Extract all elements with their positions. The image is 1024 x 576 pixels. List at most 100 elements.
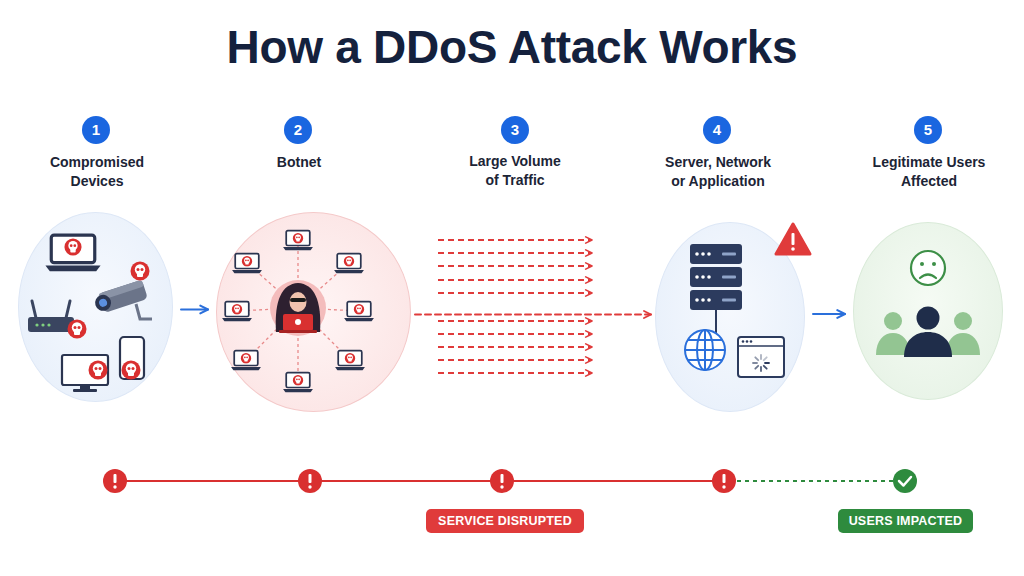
bot-laptop: [335, 351, 365, 371]
browser-window: [746, 340, 749, 343]
users-illustration: [876, 251, 980, 357]
check-marker: [893, 469, 917, 493]
attacker-badge: [270, 280, 326, 336]
skull-badge: [241, 353, 251, 363]
loading-spinner: [764, 366, 767, 369]
browser-window: [738, 337, 784, 377]
timeline-line: [115, 480, 724, 482]
check-marker: [899, 477, 911, 486]
server-stack: [701, 275, 705, 279]
attacker-figure: [283, 314, 313, 331]
server-stack: [690, 290, 742, 310]
server-stack: [690, 267, 742, 287]
server-stack: [701, 298, 705, 302]
globe-icon: [685, 330, 725, 370]
traffic-arrow: [438, 320, 592, 322]
botnet-link: [246, 308, 298, 360]
timeline: [103, 469, 917, 493]
skull-badge: [232, 233, 364, 385]
bot-laptop: [283, 231, 313, 251]
user-figure: [917, 307, 940, 330]
alert-marker: [113, 485, 116, 488]
warning-triangle: [791, 247, 795, 251]
server-stack: [695, 252, 699, 256]
router-icon: [66, 301, 70, 318]
camera-icon: [98, 280, 144, 301]
callout-number: 5: [914, 116, 942, 144]
globe-icon: [688, 359, 723, 361]
server-stack: [707, 298, 711, 302]
browser-window: [738, 337, 784, 377]
loading-spinner: [753, 355, 769, 371]
bot-laptop: [334, 254, 364, 274]
globe-icon: [685, 330, 725, 370]
sad-face-icon: [911, 251, 945, 285]
skull-badge: [64, 238, 81, 255]
skull-badge: [354, 304, 364, 314]
server-stack: [690, 244, 742, 264]
traffic-arrow: [438, 292, 592, 294]
skull-badge: [293, 233, 303, 243]
skull-badge: [68, 320, 87, 339]
bot-laptop: [232, 254, 262, 274]
status-pill: SERVICE DISRUPTED: [426, 509, 584, 533]
loading-spinner: [760, 355, 762, 359]
loading-spinner: [755, 366, 758, 369]
loading-spinner: [755, 357, 758, 360]
server-stack: [722, 276, 736, 279]
step-heading: Botnet: [239, 153, 359, 172]
server-stack: [722, 299, 736, 302]
server-stack: [695, 275, 699, 279]
callout-number: 4: [703, 116, 731, 144]
bot-laptop: [222, 302, 252, 322]
alert-marker: [103, 469, 127, 493]
camera-mount: [136, 304, 152, 319]
user-figure: [876, 312, 980, 355]
botnet-link: [298, 263, 349, 308]
flow-arrow: [181, 309, 208, 311]
botnet-link: [297, 308, 298, 382]
botnet-link: [298, 308, 359, 311]
user-figure: [904, 307, 952, 358]
callout-number: 3: [501, 116, 529, 144]
status-pill: USERS IMPACTED: [838, 509, 973, 533]
server-stack: [707, 252, 711, 256]
step-heading: Compromised Devices: [41, 153, 153, 191]
user-figure: [954, 312, 972, 330]
monitor-icon: [62, 355, 108, 385]
router-icon: [35, 323, 38, 326]
bot-laptop: [283, 373, 313, 393]
router-icon: [47, 323, 50, 326]
server-stack: [707, 275, 711, 279]
warning-triangle: [776, 224, 810, 254]
traffic-arrow: [438, 346, 592, 348]
monitor-icon: [80, 385, 90, 390]
traffic-arrow: [438, 252, 592, 254]
camera-icon: [98, 298, 108, 308]
device-group-circle: Compromised Devices: [18, 212, 173, 402]
phone-icon: [120, 337, 144, 379]
flow-arrow: [813, 313, 845, 315]
server-link: [715, 310, 717, 333]
alert-marker: [114, 474, 117, 483]
phone-icon: [120, 337, 144, 379]
alert-marker: [723, 474, 726, 483]
skull-badge: [89, 361, 108, 380]
traffic-arrow: [438, 240, 592, 373]
alert-marker: [722, 485, 725, 488]
alert-marker: [501, 474, 504, 483]
camera-icon: [92, 280, 148, 315]
attacker-figure: [279, 330, 317, 333]
loading-spinner: [765, 362, 769, 364]
router-icon: [41, 323, 44, 326]
traffic-arrow: [438, 359, 592, 361]
alert-marker: [490, 469, 514, 493]
attacker-figure: [290, 298, 306, 302]
step-heading: Large Volume of Traffic: [463, 152, 567, 190]
warning-triangle: [792, 233, 795, 245]
botnet-link: [237, 308, 298, 311]
attacker-figure: [295, 319, 301, 325]
botnet-link: [247, 263, 298, 308]
compromised-devices-illustration: [28, 235, 152, 392]
user-figure: [876, 333, 910, 355]
